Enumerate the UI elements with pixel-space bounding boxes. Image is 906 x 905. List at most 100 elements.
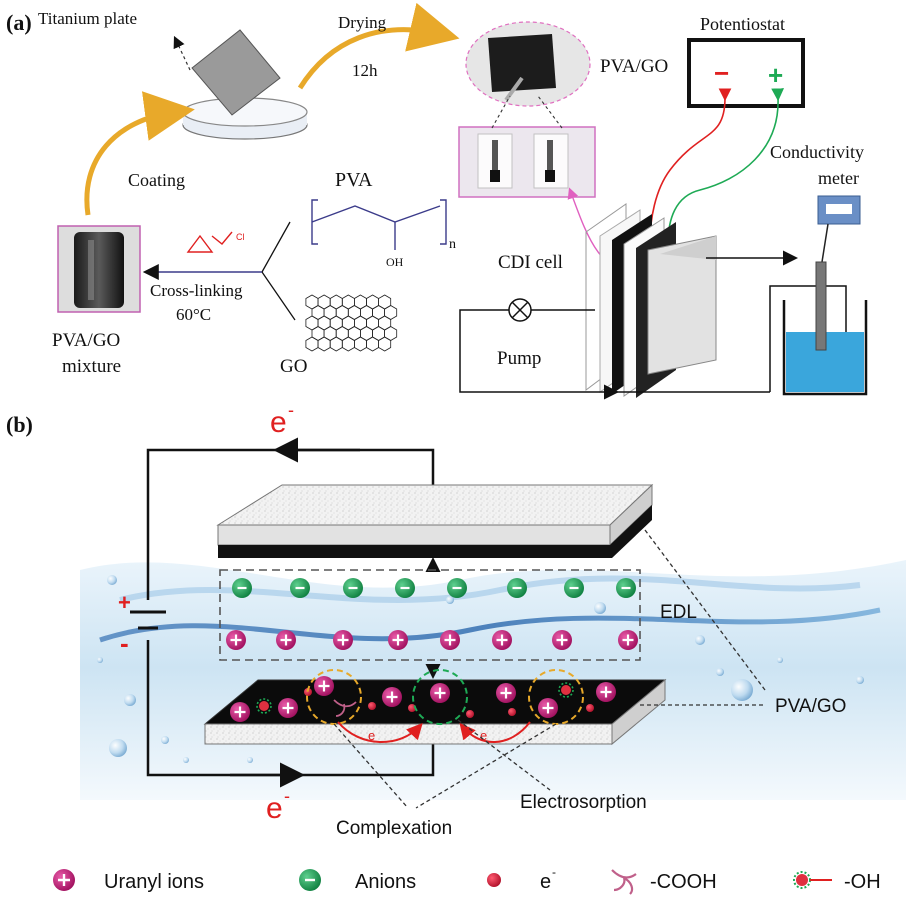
oh-ring [558,682,574,698]
electrode-ions [230,676,616,722]
edl-anions [232,578,636,598]
bubble [856,676,864,684]
oh-group [561,685,571,695]
go-ring [341,336,355,352]
vial-photo [57,225,141,313]
titanium-plate-icon [191,29,281,116]
bubble [161,736,169,744]
oh-group [259,701,269,711]
bubbles [97,575,864,763]
pva-label: PVA [335,169,373,191]
potentiostat-plus: + [768,60,783,90]
electron [466,710,474,718]
go-ring [305,336,319,352]
legend-electron-label: e [540,871,551,893]
bubble [731,679,753,701]
potentiostat-minus: − [714,58,729,88]
flow-beaker-pipe [769,285,847,392]
electron [368,702,376,710]
electrosorption-pointer [457,719,551,791]
coating-arrow [84,91,195,216]
bubble [446,596,454,604]
uranyl-sign [280,634,292,646]
legend-oh-icon [793,871,832,889]
temperature-label: 60°C [176,305,211,324]
uranyl-sign [444,634,456,646]
cell-photo [458,126,596,198]
go-label: GO [280,356,307,377]
bubble [107,575,117,585]
small-e-right: e [480,728,487,743]
photo-pointer-right [537,95,563,129]
electron [304,688,312,696]
complexation-pointer-right [415,723,557,809]
small-e-left: e [368,728,375,743]
titanium-plate-pointer [173,35,191,71]
uranyl-sign [337,634,349,646]
uranyl-sign [434,687,446,699]
legend-cooh-icon [611,869,637,895]
petri-dish [182,97,308,140]
bubble [124,694,136,706]
electron-transfer-left [337,721,423,743]
potentiostat-box [687,38,805,108]
drying-time-label: 12h [352,61,378,80]
battery-plus: + [118,590,131,615]
pva-n: n [449,237,456,252]
epichlorohydrin-icon [186,231,233,253]
conductivity-label-1: Conductivity [770,142,864,162]
drying-label: Drying [338,13,387,32]
go-structure [305,294,398,352]
uranyl-sign [622,634,634,646]
legend-electron-icon [487,873,501,887]
bubble [183,757,189,763]
pva-go-photo-label: PVA/GO [600,56,668,77]
go-ring [329,336,343,352]
bubble [777,657,783,663]
bubble [247,757,253,763]
legend-oh-label: -OH [844,871,881,893]
pva-oh: OH [386,255,404,269]
cdi-cell [585,203,717,398]
beaker [782,261,868,396]
pump-cross [511,301,529,319]
titanium-plate-label: Titanium plate [38,9,137,28]
bubble [695,635,705,645]
pump-label: Pump [497,348,541,369]
legend-electron-sup: - [552,865,556,879]
cross-linking-label: Cross-linking [150,281,243,300]
uranyl-sign [600,686,612,698]
pva-go-label-b: PVA/GO [775,696,846,717]
electron [586,704,594,712]
go-ring [354,336,367,352]
electrosorption-circle [412,669,468,725]
bubble [716,668,724,676]
legend-anion-label: Anions [355,871,416,893]
bracket-upper [261,221,291,273]
panel-a-label: (a) [6,10,32,35]
battery-minus: - [120,628,129,658]
electron-transfer-right [459,721,531,743]
electron-top-sup: - [288,400,294,420]
complexation-label: Complexation [336,818,452,839]
cl-label: Cl [236,232,245,242]
go-ring [366,336,379,352]
oh-ring [256,698,272,714]
go-ring [378,336,392,352]
bubble [109,739,127,757]
edl-label: EDL [660,602,697,623]
electron-bottom-sup: - [284,786,290,806]
uranyl-sign [230,634,242,646]
legend-cooh-label: -COOH [650,871,717,893]
electron [508,708,516,716]
cooh-group [333,699,357,717]
bubble [97,657,103,663]
uranyl-sign [542,702,554,714]
conductivity-meter [817,195,861,263]
electrode-photo [465,21,591,107]
panel-b-label: (b) [6,412,33,437]
green-wire [667,88,785,245]
conductivity-label-2: meter [818,168,859,188]
edl-cations [226,630,638,650]
